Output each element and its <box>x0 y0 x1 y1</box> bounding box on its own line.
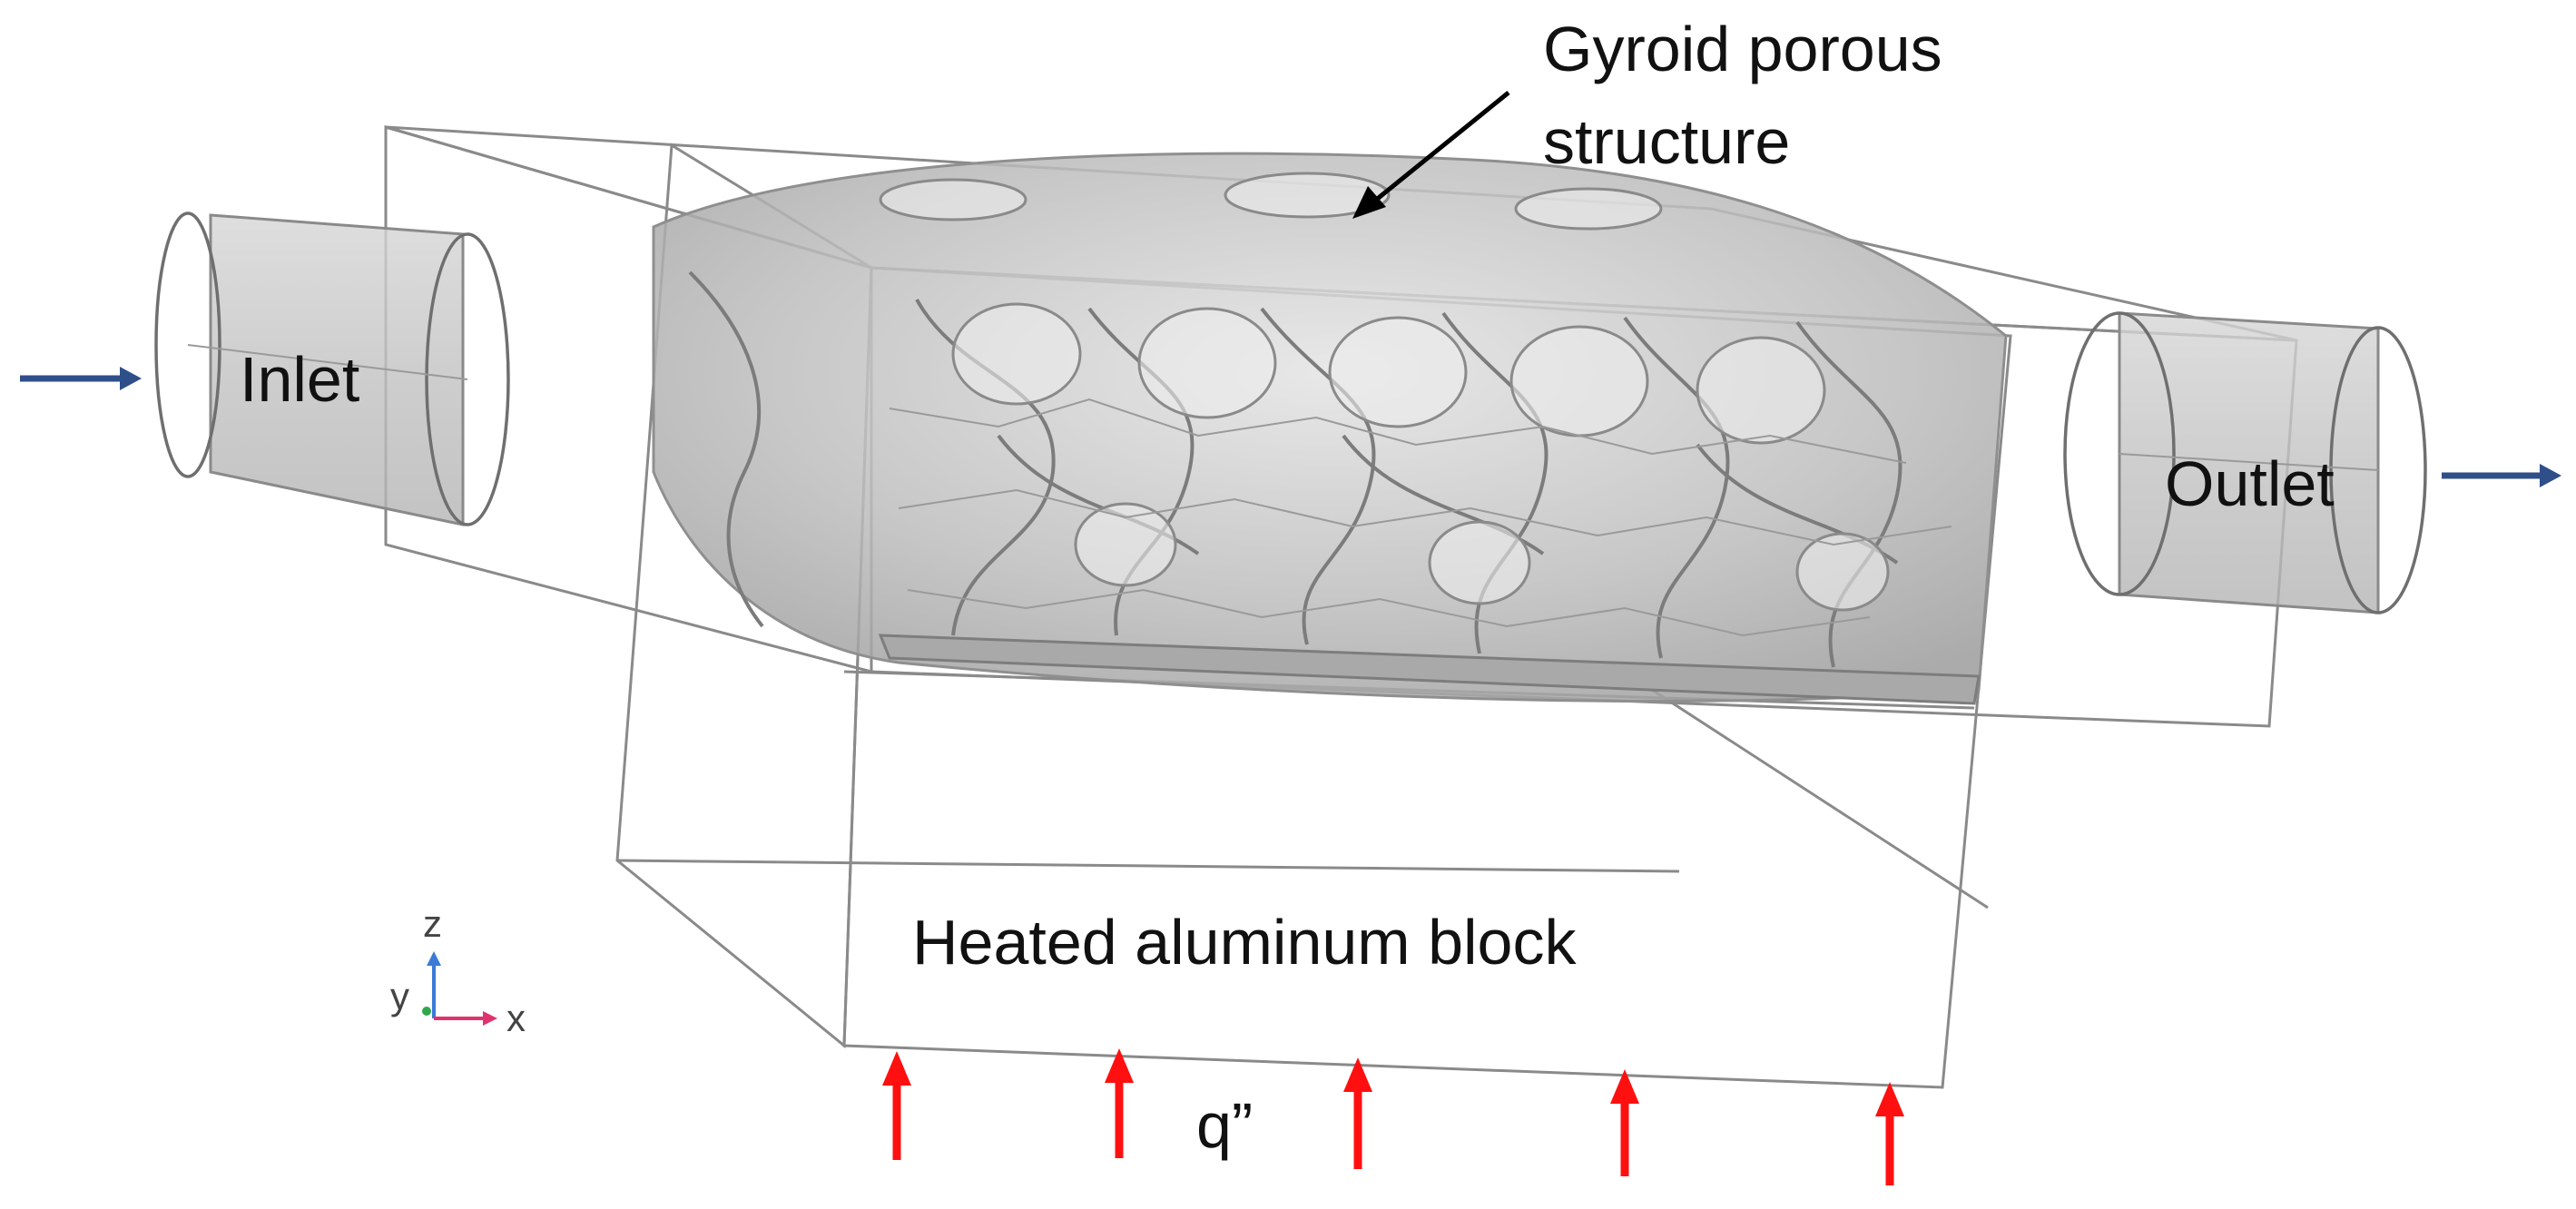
outlet-flow-arrow <box>2442 464 2561 487</box>
gyroid-pointer-arrow <box>1352 91 1510 219</box>
outlet-label: Outlet <box>2165 448 2335 519</box>
inlet-pipe <box>154 211 510 526</box>
inlet-label: Inlet <box>240 344 359 415</box>
gyroid-label-line2: structure <box>1543 106 1790 177</box>
outlet-pipe <box>2063 311 2427 614</box>
heat-arrow <box>1105 1048 1134 1158</box>
block-label: Heated aluminum block <box>912 907 1577 978</box>
heat-flux-arrows <box>882 1048 1904 1185</box>
heat-arrow <box>1343 1057 1372 1169</box>
y-axis-label: y <box>390 975 409 1017</box>
inlet-flow-arrow <box>20 367 142 390</box>
axis-triad: z y x <box>390 902 526 1039</box>
z-axis-label: z <box>423 902 442 945</box>
x-axis-label: x <box>506 997 526 1039</box>
heat-arrow <box>1610 1069 1639 1176</box>
gyroid-label-line1: Gyroid porous <box>1543 14 1942 84</box>
heat-arrow <box>1875 1082 1904 1185</box>
heat-arrow <box>882 1051 911 1160</box>
heat-flux-label: q” <box>1196 1090 1253 1161</box>
gyroid-structure <box>652 152 2008 705</box>
